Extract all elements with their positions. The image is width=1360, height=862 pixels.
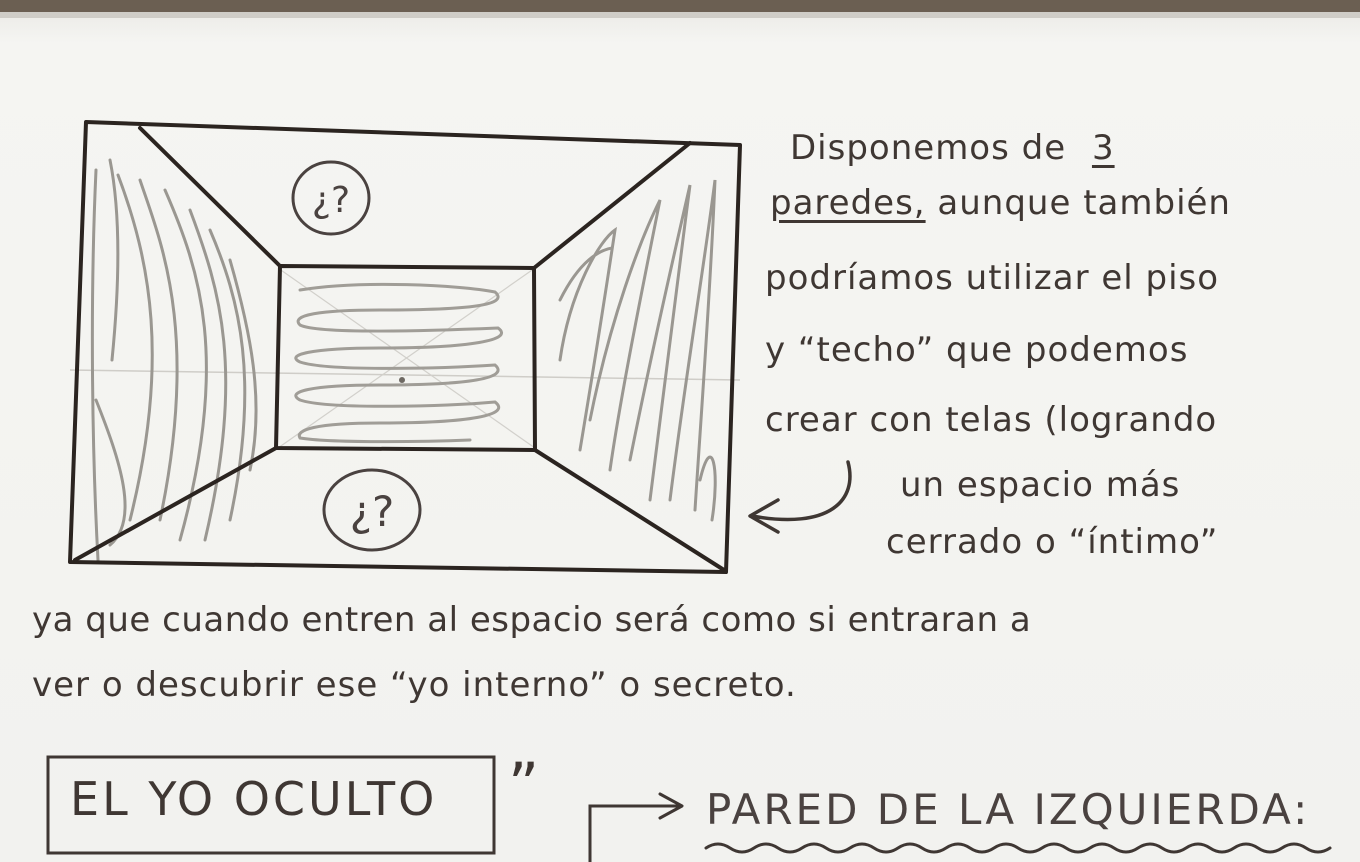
quote-mark-text: ” xyxy=(508,750,541,820)
paragraph-line-1: Disponemos de 3 xyxy=(790,128,1115,168)
section-heading: PARED DE LA IZQUIERDA: xyxy=(706,785,1310,834)
line7-text: cerrado o “íntimo” xyxy=(886,522,1219,562)
back-wall-shading xyxy=(294,282,504,444)
ceiling-question-circle xyxy=(291,160,371,236)
floor-question-label: ¿? xyxy=(350,487,395,536)
quote-title-box xyxy=(46,755,496,855)
section-heading-text: PARED DE LA IZQUIERDA: xyxy=(706,785,1311,834)
line2-text: aunque también xyxy=(937,183,1231,223)
line1-text: Disponemos de xyxy=(790,128,1067,168)
heading-wavy-underline xyxy=(704,842,1332,854)
paredes-word: paredes, xyxy=(770,183,926,223)
left-wall-shading xyxy=(90,158,258,562)
wall-count: 3 xyxy=(1091,128,1115,168)
room-outer-frame xyxy=(68,120,742,574)
line8-text: ya que cuando entren al espacio será com… xyxy=(32,600,1032,640)
paragraph-line-7: cerrado o “íntimo” xyxy=(886,522,1218,562)
line5-text: crear con telas (logrando xyxy=(765,400,1218,440)
paragraph-line-3: podríamos utilizar el piso xyxy=(765,258,1219,298)
paragraph-line-8: ya que cuando entren al espacio será com… xyxy=(32,600,1031,640)
floor-question-circle xyxy=(322,468,422,552)
paragraph-line-6: un espacio más xyxy=(900,465,1180,505)
paragraph-line-5: crear con telas (logrando xyxy=(765,400,1217,440)
line6-text: un espacio más xyxy=(900,465,1181,505)
quote-title: EL YO OCULTO xyxy=(70,772,437,826)
room-sketch: ¿? ¿? xyxy=(68,120,742,574)
right-wall-shading xyxy=(558,179,717,522)
paragraph-line-9: ver o descubrir ese “yo interno” o secre… xyxy=(32,665,797,705)
paragraph-line-2: paredes, aunque también xyxy=(770,183,1231,223)
line3-text: podríamos utilizar el piso xyxy=(765,258,1220,298)
line4-text: y “techo” que podemos xyxy=(765,330,1189,370)
page-top-edge xyxy=(0,0,1360,12)
line9-text: ver o descubrir ese “yo interno” o secre… xyxy=(32,665,797,705)
paragraph-line-4: y “techo” que podemos xyxy=(765,330,1188,370)
quote-title-text: EL YO OCULTO xyxy=(70,772,438,826)
curved-arrow-icon xyxy=(748,460,852,534)
ceiling-question-label: ¿? xyxy=(312,180,350,221)
elbow-arrow-icon xyxy=(588,792,684,862)
quote-mark: ” xyxy=(508,750,540,820)
